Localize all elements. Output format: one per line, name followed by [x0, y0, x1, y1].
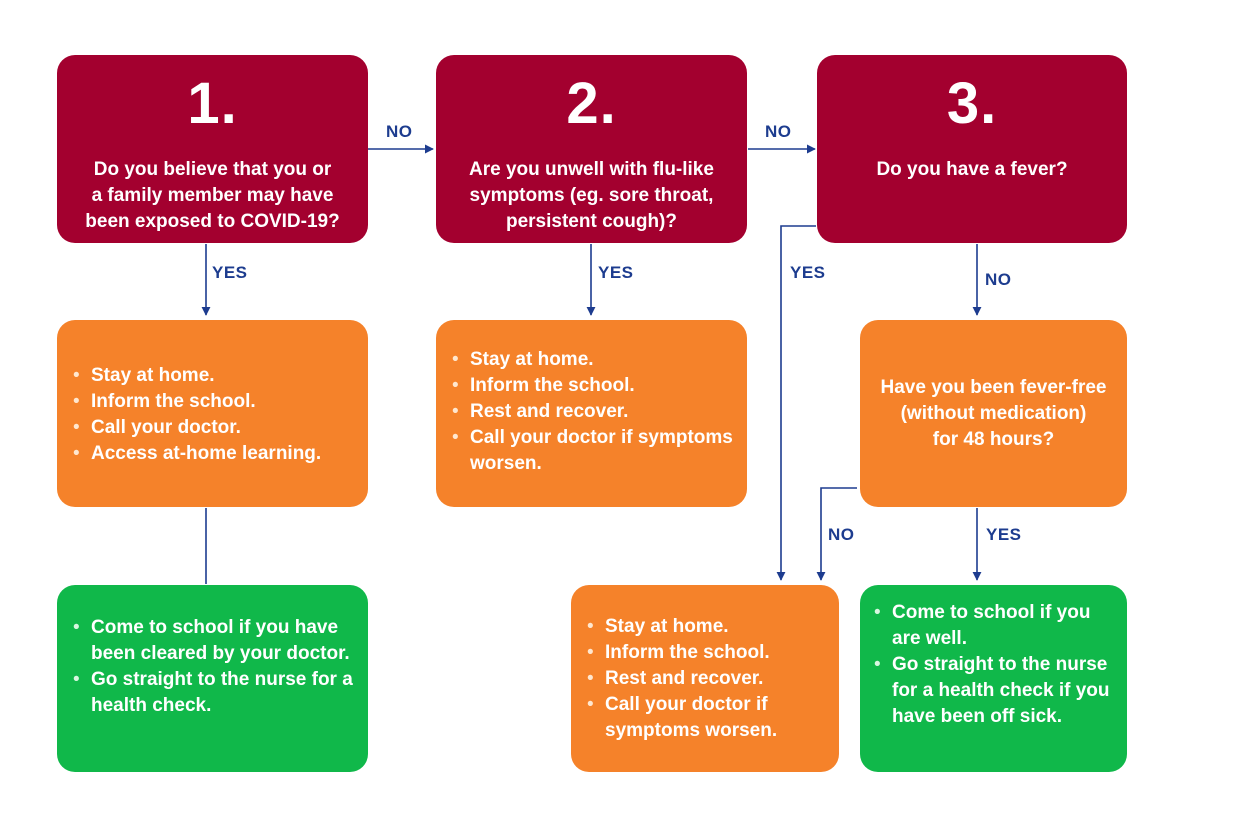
action-box-step2: Stay at home. Inform the school. Rest an…: [436, 320, 747, 507]
arrow-step3-yes: [776, 225, 816, 581]
list-item: Call your doctor if symptoms worsen.: [448, 425, 733, 477]
label-yes-step2: YES: [598, 263, 634, 282]
list-item: Stay at home.: [583, 614, 829, 640]
list-item: Inform the school.: [583, 640, 829, 666]
come-to-school-box: Come to school if you are well. Go strai…: [860, 585, 1127, 772]
step-number-2: 2.: [566, 71, 617, 136]
label-no-fever-free: NO: [828, 525, 855, 544]
action-list-step2: Stay at home. Inform the school. Rest an…: [448, 347, 733, 477]
label-no-step1: NO: [386, 122, 413, 141]
label-no-step2: NO: [765, 122, 792, 141]
question-text-3: Do you have a fever?: [876, 159, 1068, 180]
action-list-step1: Stay at home. Inform the school. Call yo…: [69, 363, 354, 467]
fever-free-question-box: Have you been fever-free (without medica…: [860, 320, 1127, 507]
list-item: Inform the school.: [69, 389, 354, 415]
list-item: Call your doctor if symptoms worsen.: [583, 692, 829, 744]
stay-home-list: Stay at home. Inform the school. Rest an…: [583, 614, 829, 744]
list-item: Stay at home.: [69, 363, 354, 389]
label-yes-step3: YES: [790, 263, 826, 282]
label-yes-step1: YES: [212, 263, 248, 282]
list-item: Call your doctor.: [69, 415, 354, 441]
question-box-2: 2. Are you unwell with flu-like symptoms…: [436, 55, 747, 243]
arrow-fever-free-no: [816, 487, 857, 581]
question-box-1: 1. Do you believe that you or a family m…: [57, 55, 368, 243]
list-item: Rest and recover.: [583, 666, 829, 692]
label-no-step3: NO: [985, 270, 1012, 289]
stay-home-box: Stay at home. Inform the school. Rest an…: [571, 585, 839, 772]
question-text-1: Do you believe that you or a family memb…: [85, 159, 340, 232]
question-text-2: Are you unwell with flu-like symptoms (e…: [469, 159, 714, 232]
label-yes-fever-free: YES: [986, 525, 1022, 544]
cleared-list-step1: Come to school if you have been cleared …: [69, 615, 356, 719]
action-box-step1: Stay at home. Inform the school. Call yo…: [57, 320, 368, 507]
list-item: Stay at home.: [448, 347, 733, 373]
step-number-1: 1.: [187, 71, 238, 136]
list-item: Rest and recover.: [448, 399, 733, 425]
list-item: Go straight to the nurse for a health ch…: [870, 652, 1117, 730]
question-box-3: 3. Do you have a fever?: [817, 55, 1127, 243]
fever-free-question: Have you been fever-free (without medica…: [880, 376, 1107, 450]
list-item: Come to school if you have been cleared …: [69, 615, 356, 667]
list-item: Inform the school.: [448, 373, 733, 399]
step-number-3: 3.: [946, 71, 998, 136]
list-item: Come to school if you are well.: [870, 600, 1117, 652]
come-to-school-list: Come to school if you are well. Go strai…: [870, 600, 1117, 730]
list-item: Access at-home learning.: [69, 441, 354, 467]
cleared-box-step1: Come to school if you have been cleared …: [57, 585, 368, 772]
list-item: Go straight to the nurse for a health ch…: [69, 667, 356, 719]
